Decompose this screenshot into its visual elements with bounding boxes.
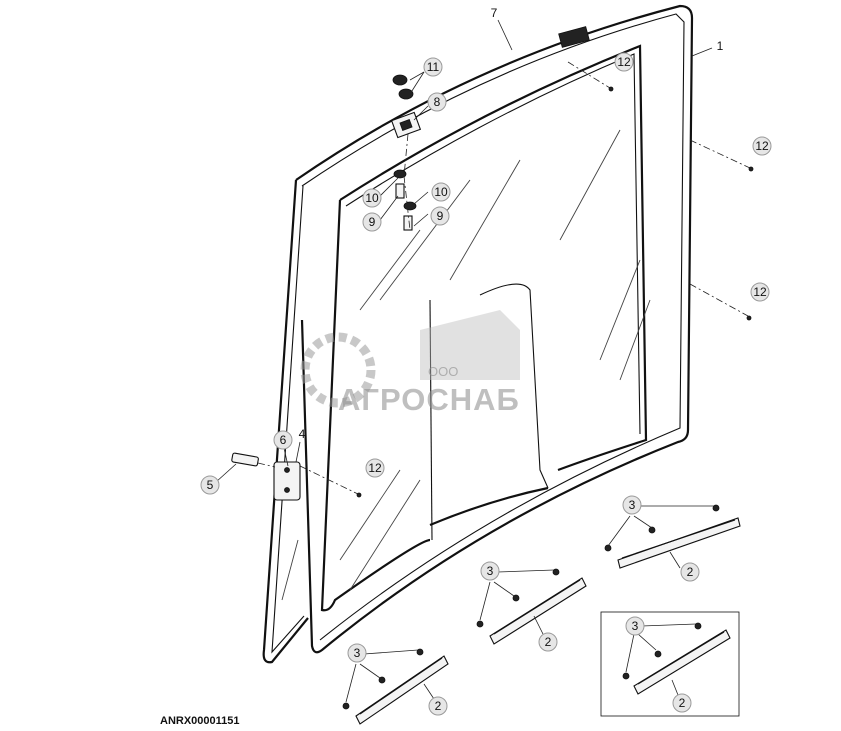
svg-text:2: 2 [679,696,686,710]
seal-strip-3 [342,648,449,725]
callout-3-strip1: 3 [622,495,642,515]
callouts: 7 1 12 11 8 12 10 10 9 9 12 6 4 12 5 3 2… [200,6,772,716]
svg-text:4: 4 [299,427,306,441]
svg-text:8: 8 [434,95,441,109]
svg-text:2: 2 [545,635,552,649]
callout-2-inset: 2 [672,693,692,713]
callout-10-right: 10 [431,182,451,202]
document-id: ANRX00001151 [160,715,240,727]
svg-text:11: 11 [427,60,440,74]
latch-assembly [231,452,301,501]
svg-text:9: 9 [369,215,376,229]
watermark-prefix: ООО [428,364,458,379]
inset-detail-box [600,611,740,717]
callout-12-right-lower: 12 [750,282,770,302]
svg-text:5: 5 [207,478,214,492]
callout-12-left: 12 [365,458,385,478]
svg-text:2: 2 [435,699,442,713]
svg-text:3: 3 [629,498,636,512]
svg-text:1: 1 [717,39,724,53]
callout-5: 5 [200,475,220,495]
callout-3-strip3: 3 [347,643,367,663]
svg-text:12: 12 [755,139,769,153]
watermark-logo: ООО АГРОСНАБ [300,310,520,417]
top-hinge-bracket [390,26,590,231]
callout-9-left: 9 [362,212,382,232]
svg-text:12: 12 [753,285,767,299]
svg-text:3: 3 [354,646,361,660]
svg-text:10: 10 [434,185,448,199]
callout-11: 11 [423,57,443,77]
svg-text:3: 3 [632,619,639,633]
callout-12-right-upper: 12 [752,136,772,156]
callout-1: 1 [717,39,724,53]
callout-12-top: 12 [614,52,634,72]
callout-3-strip2: 3 [480,561,500,581]
svg-text:6: 6 [280,433,287,447]
callout-10-left: 10 [362,188,382,208]
svg-text:3: 3 [487,564,494,578]
svg-text:12: 12 [617,55,631,69]
seal-strip-1 [604,504,741,569]
rivet-leaders [299,61,754,498]
watermark-name: АГРОСНАБ [338,382,520,417]
svg-text:10: 10 [365,191,379,205]
callout-8: 8 [427,92,447,112]
svg-text:9: 9 [437,209,444,223]
callout-6: 6 [273,430,293,450]
callout-7: 7 [491,6,498,20]
callout-2-strip2: 2 [538,632,558,652]
svg-text:7: 7 [491,6,498,20]
callout-3-inset: 3 [625,616,645,636]
seal-strip-2 [476,568,587,645]
callout-2-strip1: 2 [680,562,700,582]
door-frame [262,4,694,664]
svg-text:12: 12 [368,461,382,475]
callout-leaders [215,19,714,703]
svg-text:2: 2 [687,565,694,579]
callout-9-right: 9 [430,206,450,226]
callout-4: 4 [299,427,306,441]
callout-2-strip3: 2 [428,696,448,716]
